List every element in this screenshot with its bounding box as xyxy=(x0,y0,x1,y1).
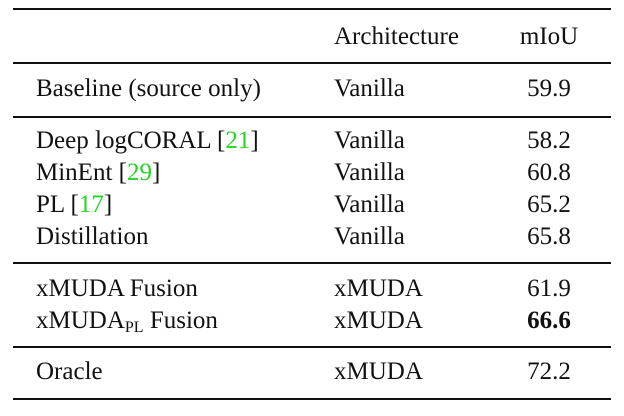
miou-cell: 60.8 xyxy=(527,159,571,186)
architecture-cell: xMUDA xyxy=(334,307,423,334)
group-rule-3 xyxy=(13,346,611,348)
method-cell: Baseline (source only) xyxy=(36,75,261,102)
architecture-cell: xMUDA xyxy=(334,358,423,385)
citation-link[interactable]: 29 xyxy=(126,159,152,186)
miou-cell: 65.2 xyxy=(527,191,571,218)
miou-cell: 58.2 xyxy=(527,127,571,154)
miou-cell-best: 66.6 xyxy=(527,307,571,334)
method-cell: Deep logCORAL [21] xyxy=(36,127,259,154)
method-cell: Distillation xyxy=(36,223,149,250)
architecture-cell: xMUDA xyxy=(334,275,423,302)
group-rule-1 xyxy=(13,116,611,118)
group-rule-2 xyxy=(13,262,611,264)
citation-link[interactable]: 21 xyxy=(225,127,251,154)
architecture-cell: Vanilla xyxy=(334,75,405,102)
method-cell: xMUDAPL Fusion xyxy=(36,307,218,336)
architecture-cell: Vanilla xyxy=(334,159,405,186)
architecture-cell: Vanilla xyxy=(334,127,405,154)
miou-cell: 72.2 xyxy=(527,358,571,385)
header-rule xyxy=(13,62,611,64)
architecture-cell: Vanilla xyxy=(334,191,405,218)
table-bottom-rule xyxy=(13,398,611,400)
miou-cell: 59.9 xyxy=(527,75,571,102)
header-miou: mIoU xyxy=(519,23,579,50)
method-cell: Oracle xyxy=(36,358,103,385)
architecture-cell: Vanilla xyxy=(334,223,405,250)
header-architecture: Architecture xyxy=(334,23,459,50)
table-top-rule xyxy=(13,8,611,10)
method-cell: xMUDA Fusion xyxy=(36,275,198,302)
citation-link[interactable]: 17 xyxy=(78,191,104,218)
miou-cell: 61.9 xyxy=(527,275,571,302)
miou-cell: 65.8 xyxy=(527,223,571,250)
method-cell: PL [17] xyxy=(36,191,113,218)
method-cell: MinEnt [29] xyxy=(36,159,161,186)
method-subscript: PL xyxy=(124,319,144,336)
